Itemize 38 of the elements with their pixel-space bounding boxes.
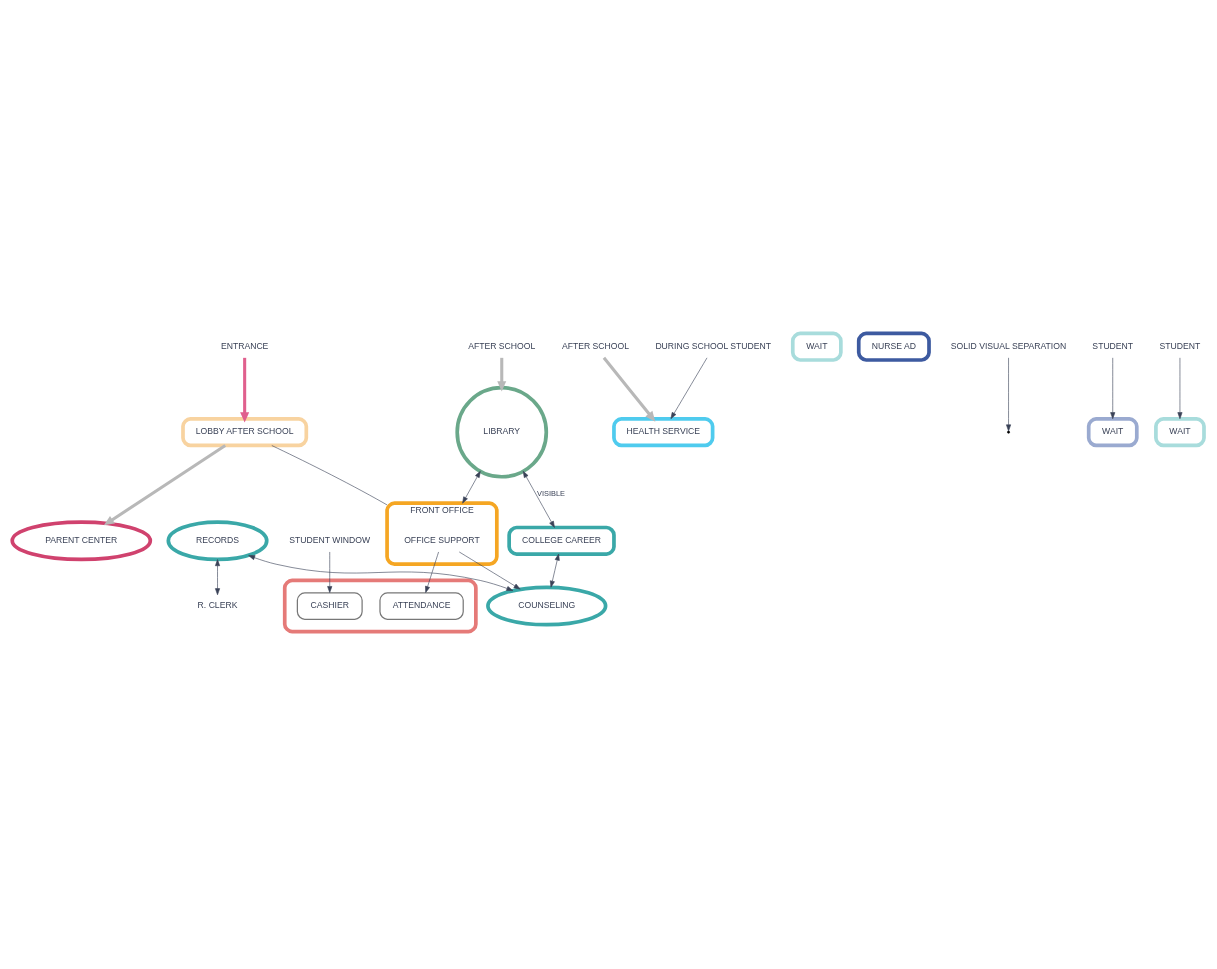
arrow bbox=[670, 357, 708, 419]
node-box: WAIT bbox=[1154, 416, 1206, 447]
node-text: AFTER SCHOOL bbox=[561, 340, 630, 351]
arrow bbox=[248, 554, 514, 591]
arrow bbox=[215, 558, 220, 595]
arrow bbox=[103, 443, 227, 525]
arrow bbox=[497, 357, 507, 391]
connector bbox=[271, 444, 388, 505]
node-box: WAIT bbox=[1086, 416, 1139, 447]
node-box: LOBBY AFTER SCHOOL bbox=[181, 416, 309, 447]
arrow bbox=[602, 356, 656, 422]
arrow bbox=[327, 551, 333, 593]
arrow bbox=[1110, 357, 1116, 419]
node-box: CASHIER bbox=[296, 591, 363, 620]
node-text: SOLID VISUAL SEPARATION bbox=[950, 340, 1067, 351]
node-box: COLLEGE CAREER bbox=[507, 525, 616, 556]
node-text: AFTER SCHOOL bbox=[468, 340, 536, 351]
node-box: NURSE AD bbox=[856, 331, 931, 362]
node-text: STUDENT bbox=[1159, 340, 1201, 351]
node-ellipse: PARENT CENTER bbox=[10, 519, 153, 561]
arrow bbox=[1177, 357, 1183, 419]
arrow bbox=[1006, 357, 1011, 431]
node-text: STUDENT bbox=[1092, 340, 1134, 351]
arrow bbox=[425, 551, 439, 593]
arrow bbox=[462, 470, 481, 503]
arrow bbox=[240, 357, 250, 423]
arrow bbox=[549, 553, 560, 587]
node-text: DURING SCHOOL STUDENT bbox=[655, 340, 772, 351]
node-text: R. CLERK bbox=[197, 599, 238, 610]
node-box: ATTENDANCE bbox=[379, 591, 464, 620]
arrow bbox=[522, 470, 555, 528]
arrow bbox=[458, 551, 521, 589]
node-text: OFFICE SUPPORT bbox=[404, 534, 480, 545]
node-text: ENTRANCE bbox=[220, 340, 269, 351]
node-box: WAIT bbox=[790, 331, 843, 362]
node-box: HEALTH SERVICE bbox=[612, 416, 715, 447]
cluster bbox=[282, 578, 478, 633]
node-text: STUDENT WINDOW bbox=[289, 534, 371, 545]
